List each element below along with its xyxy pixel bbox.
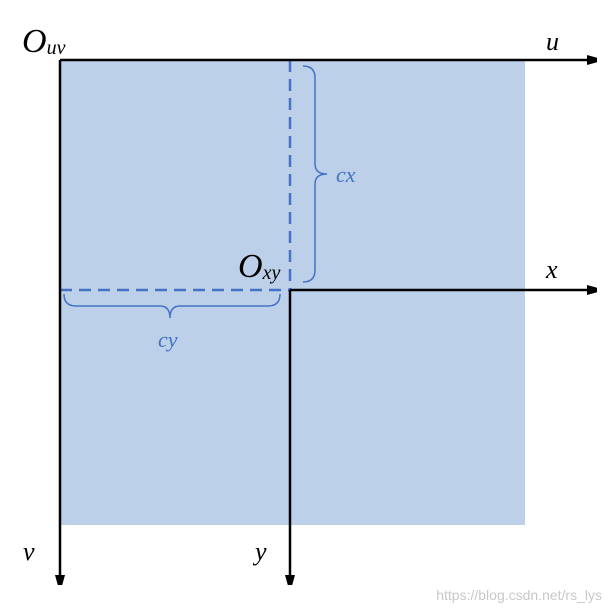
origin-xy-label: Oxy — [238, 248, 280, 285]
offset-cy-label: cy — [158, 327, 178, 352]
origin-xy-main: O — [238, 248, 263, 285]
brace-cx — [302, 65, 328, 283]
image-plane — [60, 60, 525, 525]
origin-uv-label: Ouv — [22, 23, 66, 60]
origin-uv-main: O — [22, 23, 47, 60]
brace-cy — [63, 293, 281, 319]
axis-v-label: v — [23, 537, 35, 566]
origin-uv-sub: uv — [47, 37, 66, 59]
axis-u-label: u — [546, 27, 559, 56]
axis-x-label: x — [545, 255, 558, 284]
axis-y-label: y — [252, 537, 267, 566]
watermark-text: https://blog.csdn.net/rs_lys — [436, 587, 602, 603]
origin-xy-sub: xy — [262, 262, 281, 284]
offset-cx-label: cx — [336, 162, 356, 187]
